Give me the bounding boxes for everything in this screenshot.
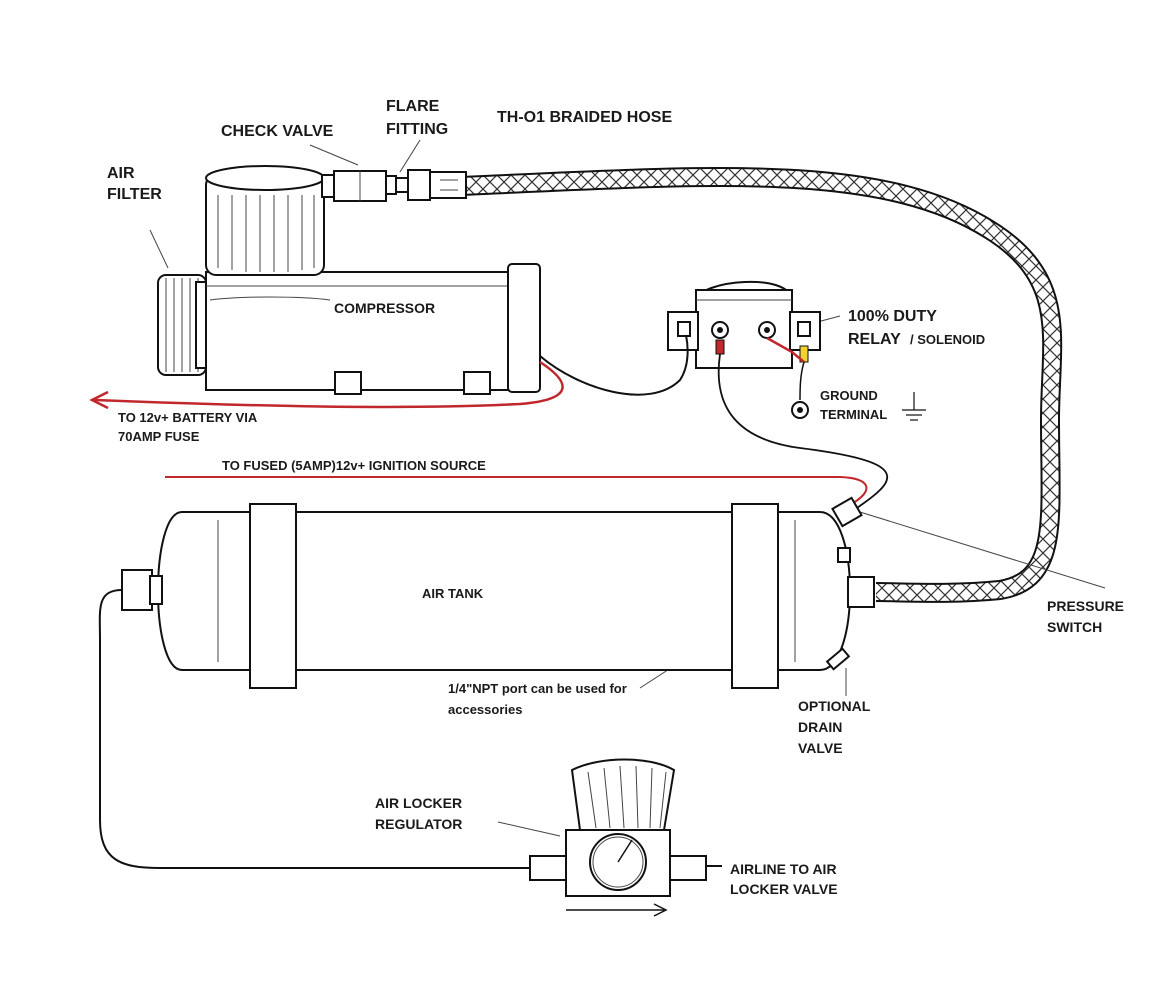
npt-port-label-line1: 1/4"NPT port can be used for — [448, 681, 627, 696]
relay-solenoid: 100% DUTY RELAY / SOLENOID — [667, 281, 985, 369]
ground-symbol-icon — [902, 392, 926, 421]
flare-fitting — [395, 169, 467, 201]
flare-label: FLARE — [386, 98, 440, 115]
ground-terminal: GROUND TERMINAL — [791, 361, 926, 422]
check-valve — [321, 170, 397, 202]
battery-label-line1: TO 12v+ BATTERY VIA — [118, 410, 258, 425]
relay-label-line2b: / SOLENOID — [910, 332, 985, 347]
ignition-label: TO FUSED (5AMP)12v+ IGNITION SOURCE — [222, 458, 486, 473]
labels: CHECK VALVE FLARE FITTING TH-O1 BRAIDED … — [107, 98, 1124, 897]
pressure-switch-label-line1: PRESSURE — [1047, 598, 1124, 614]
fitting-label: FITTING — [386, 121, 448, 138]
air-filter-label-line2: FILTER — [107, 186, 162, 203]
drain-valve-label-line2: DRAIN — [798, 719, 842, 735]
ground-label-line1: GROUND — [820, 388, 878, 403]
compressor-label: COMPRESSOR — [334, 300, 435, 316]
airline-label-line2: LOCKER VALVE — [730, 881, 838, 897]
relay-pressure-switch-wire — [717, 353, 889, 513]
pressure-switch — [831, 496, 863, 528]
battery-arrow-icon — [89, 390, 109, 410]
air-tank: AIR TANK — [121, 496, 875, 689]
drain-valve-label-line1: OPTIONAL — [798, 698, 871, 714]
npt-port-label-line2: accessories — [448, 702, 522, 717]
ignition-wire — [165, 476, 868, 506]
compressor-relay-wire — [539, 334, 689, 396]
compressor: COMPRESSOR — [157, 165, 541, 395]
regulator-airline — [98, 589, 530, 869]
flow-arrow-icon — [653, 903, 668, 917]
relay-label-line2: RELAY — [848, 331, 901, 348]
regulator-label-line1: AIR LOCKER — [375, 795, 462, 811]
braided-hose — [459, 167, 1063, 603]
regulator-label-line2: REGULATOR — [375, 816, 462, 832]
airline-label-line1: AIRLINE TO AIR — [730, 861, 837, 877]
drain-valve-label-line3: VALVE — [798, 740, 843, 756]
check-valve-label: CHECK VALVE — [221, 123, 334, 140]
wires — [89, 334, 889, 513]
air-filter-label-line1: AIR — [107, 165, 135, 182]
air-locker-regulator — [529, 758, 722, 917]
air-tank-label: AIR TANK — [422, 586, 484, 601]
relay-label-line1: 100% DUTY — [848, 308, 937, 325]
drain-valve — [825, 647, 851, 671]
battery-wire — [94, 360, 564, 409]
ground-label-line2: TERMINAL — [820, 407, 887, 422]
pressure-switch-label-line2: SWITCH — [1047, 619, 1102, 635]
braided-hose-label: TH-O1 BRAIDED HOSE — [497, 109, 672, 126]
battery-label-line2: 70AMP FUSE — [118, 429, 200, 444]
